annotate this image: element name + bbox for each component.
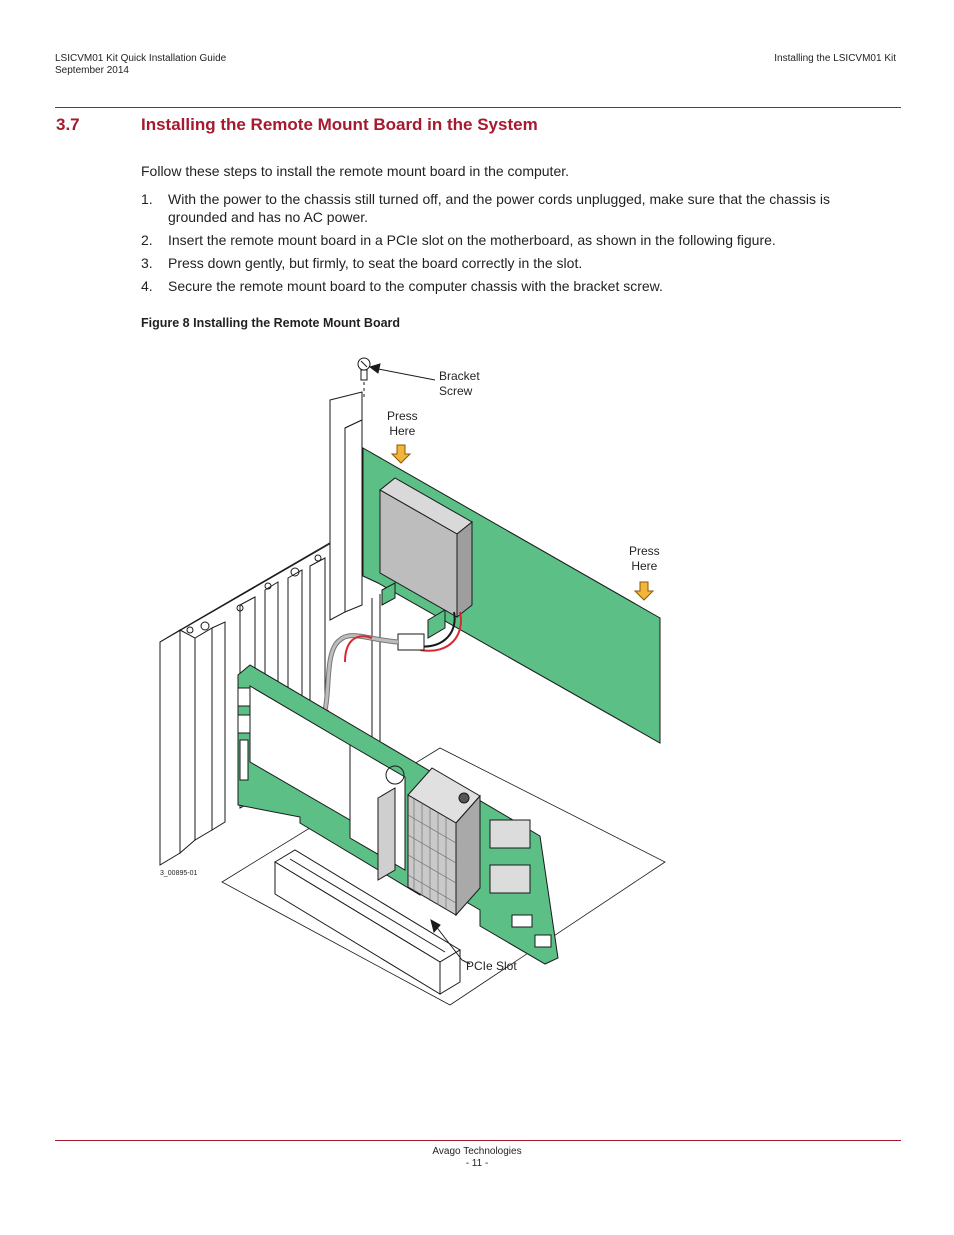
press-here-top-label: Press Here bbox=[387, 409, 418, 438]
board-connectors bbox=[237, 687, 552, 948]
figure-caption: Figure 8 Installing the Remote Mount Boa… bbox=[141, 316, 401, 330]
press-arrow-icon bbox=[390, 444, 655, 601]
art-number: 3_00895-01 bbox=[160, 870, 198, 877]
step-number: 3. bbox=[141, 255, 153, 271]
chapter-title: Installing the LSICVM01 Kit bbox=[774, 53, 896, 64]
doc-title: LSICVM01 Kit Quick Installation Guide bbox=[55, 53, 227, 64]
pcie-slot bbox=[274, 849, 461, 995]
header-rule bbox=[55, 107, 901, 108]
step-list: 1. With the power to the chassis still tu… bbox=[141, 190, 876, 300]
footer-company: Avago Technologies bbox=[432, 1146, 522, 1157]
step-text: Insert the remote mount board in a PCIe … bbox=[168, 232, 776, 248]
doc-date: September 2014 bbox=[55, 65, 129, 76]
pcie-slot-label: PCIe Slot bbox=[466, 959, 517, 973]
list-item: 3. Press down gently, but firmly, to seat… bbox=[141, 254, 876, 272]
section-title: Installing the Remote Mount Board in the… bbox=[141, 115, 538, 134]
bracket-screw bbox=[357, 357, 371, 400]
list-item: 1. With the power to the chassis still tu… bbox=[141, 190, 876, 226]
installation-illustration bbox=[159, 357, 666, 1006]
step-text: Press down gently, but firmly, to seat t… bbox=[168, 255, 583, 271]
mounting-bracket bbox=[329, 391, 381, 838]
list-item: 4. Secure the remote mount board to the c… bbox=[141, 277, 876, 295]
running-header-left: LSICVM01 Kit Quick Installation Guide Se… bbox=[55, 53, 226, 77]
step-number: 4. bbox=[141, 278, 153, 294]
pcie-slot-leader bbox=[434, 924, 463, 961]
intro-paragraph: Follow these steps to install the remote… bbox=[141, 163, 570, 179]
list-item: 2. Insert the remote mount board in a PCI… bbox=[141, 231, 876, 249]
installation-figure: Bracket Screw Press Here Press Here PCIe… bbox=[150, 350, 670, 1010]
step-number: 1. bbox=[141, 191, 153, 207]
step-number: 2. bbox=[141, 232, 153, 248]
footer-rule bbox=[55, 1140, 901, 1141]
bracket-screw-leader bbox=[372, 367, 436, 381]
module-unit bbox=[379, 477, 473, 619]
step-text: With the power to the chassis still turn… bbox=[168, 191, 830, 225]
bracket-screw-label: Bracket Screw bbox=[439, 369, 480, 398]
press-here-right-label: Press Here bbox=[629, 544, 660, 573]
heatsink bbox=[407, 767, 481, 917]
running-header-right: Installing the LSICVM01 Kit bbox=[774, 53, 896, 65]
page-number: - 11 - bbox=[465, 1158, 489, 1169]
section-number: 3.7 bbox=[56, 115, 80, 134]
step-text: Secure the remote mount board to the com… bbox=[168, 278, 663, 294]
